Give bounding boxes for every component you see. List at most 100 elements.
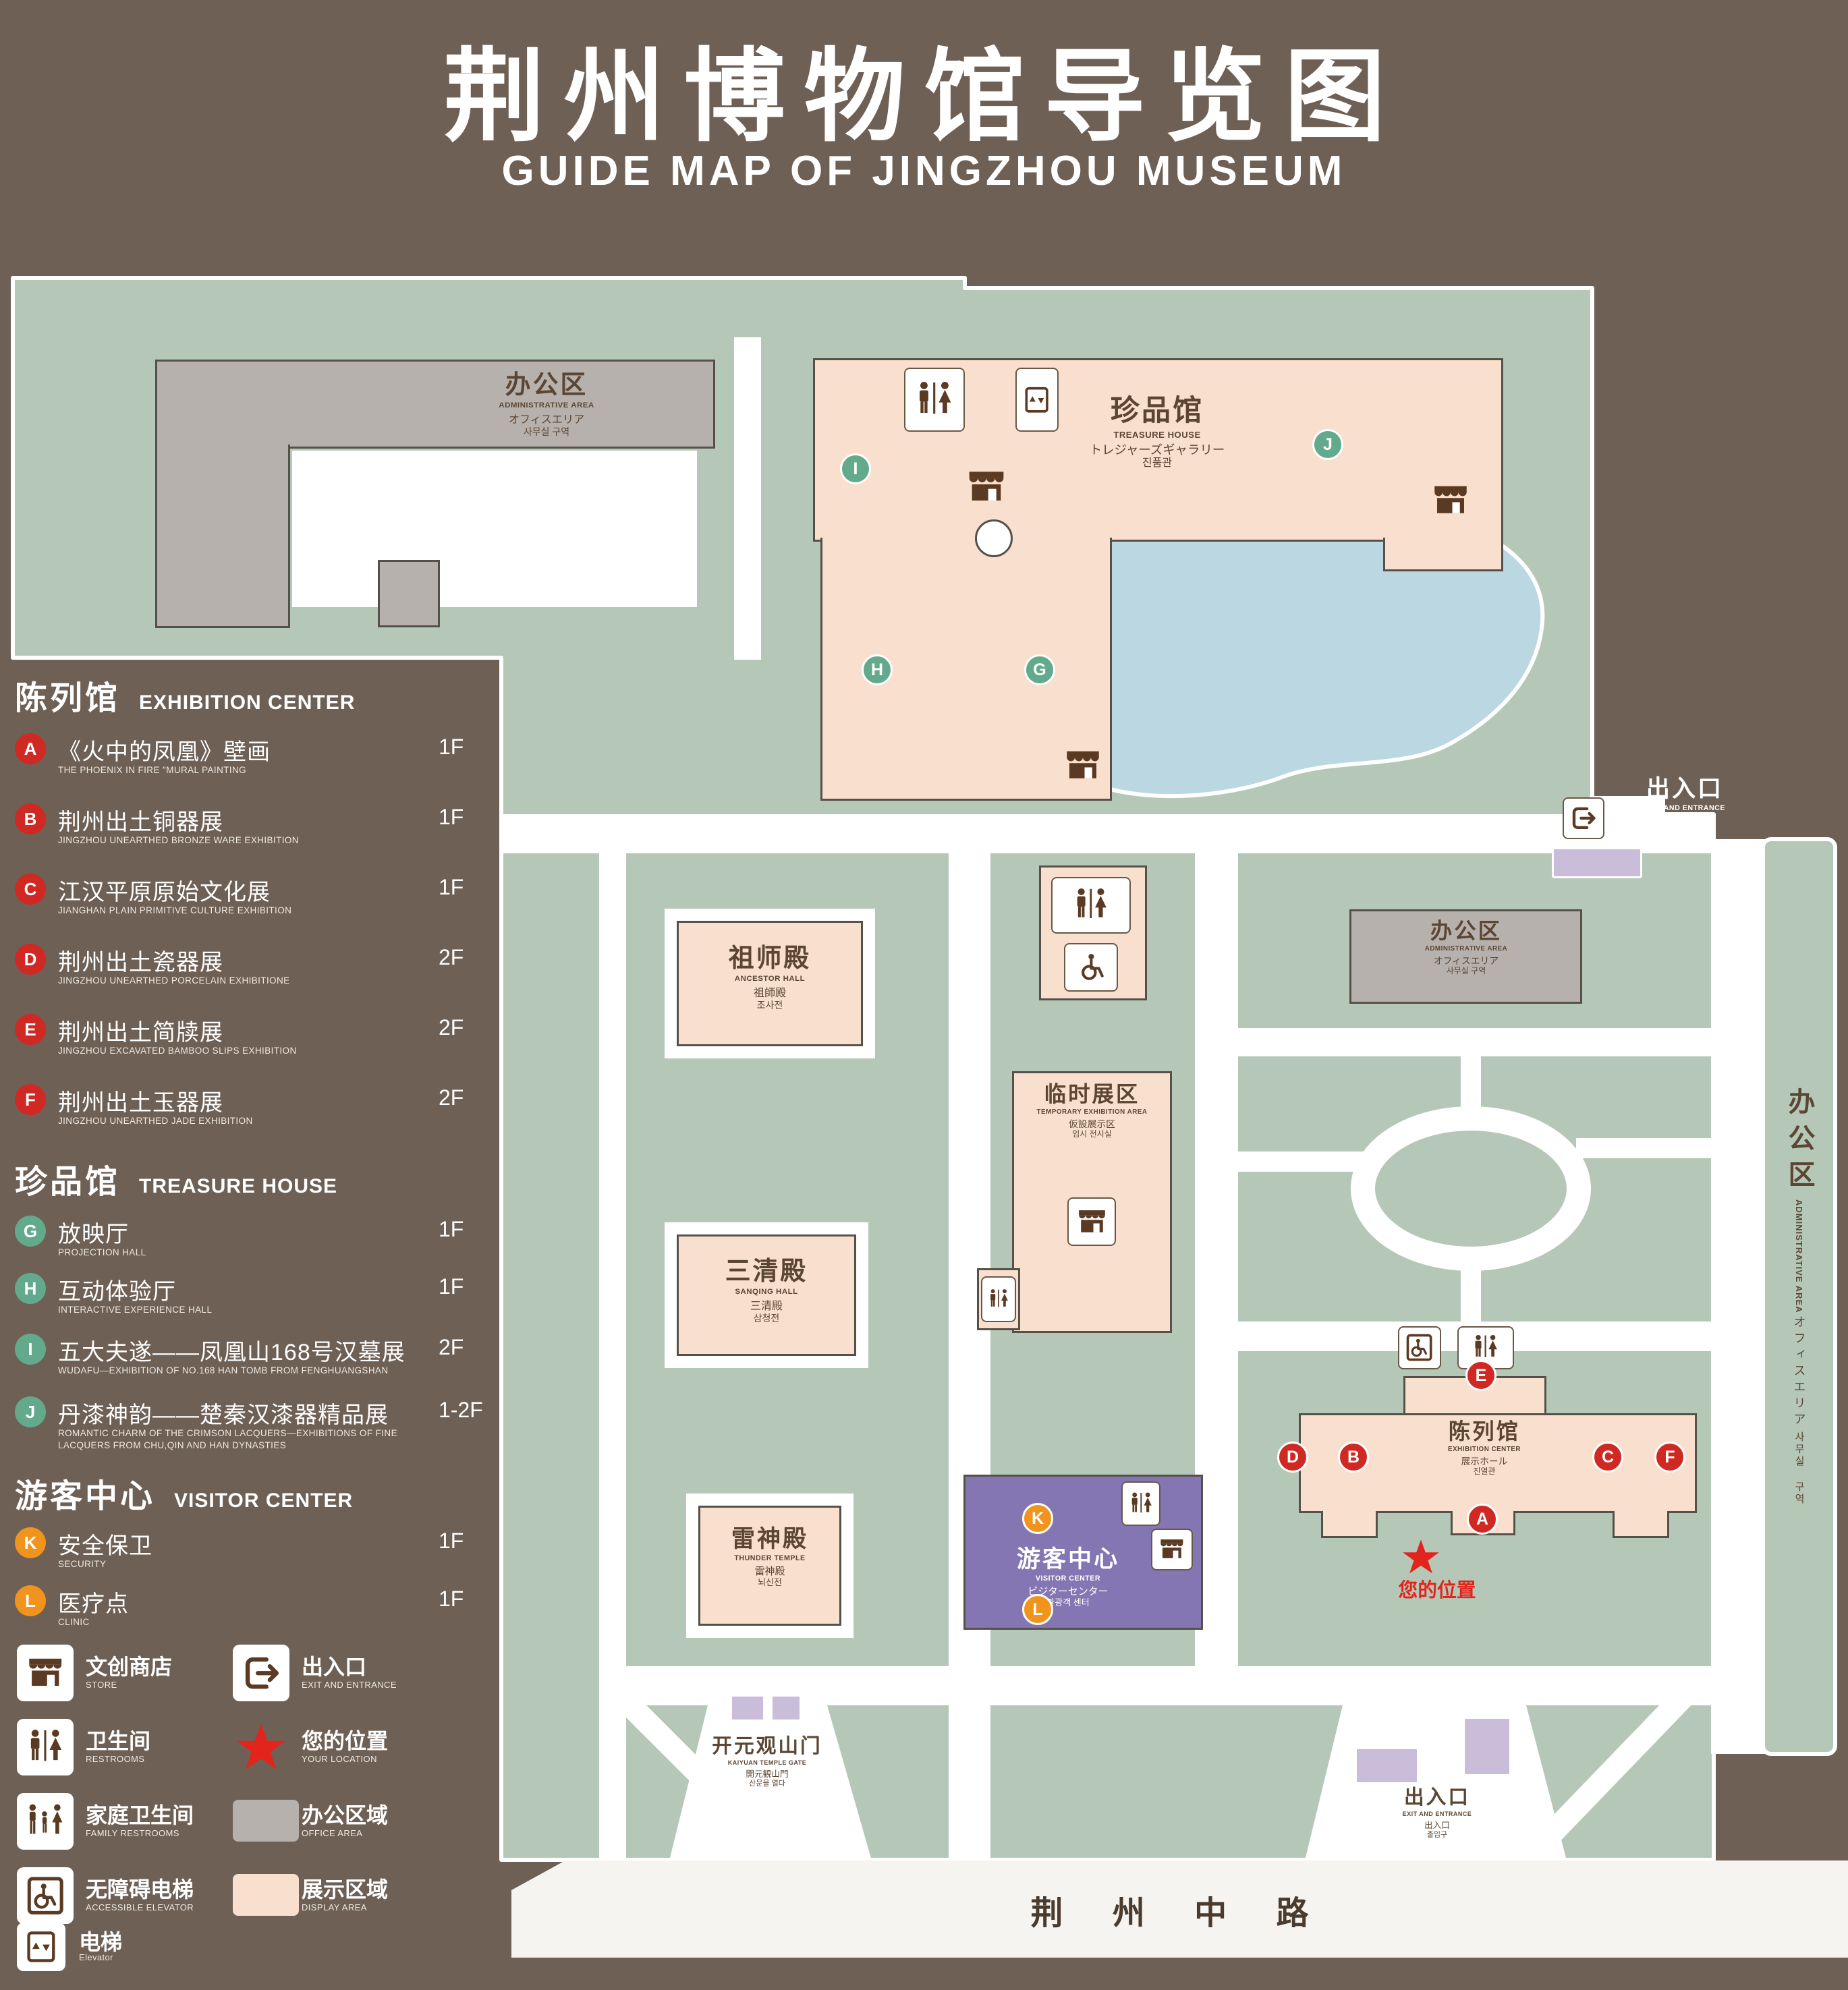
legend-item-H: H 互动体验厅 1F INTERACTIVE EXPERIENCE HALL [15,1272,487,1339]
page-title: 荆州博物馆导览图 [443,40,1405,153]
exit-s-pad [1355,1747,1419,1784]
restroom-icon [904,368,965,432]
legend-symbol-your-location: 您的位置 YOUR LOCATION [233,1719,442,1786]
map-marker-C: C [1592,1442,1623,1473]
map-marker-L: L [1022,1594,1053,1625]
map-marker-K: K [1022,1503,1053,1534]
marker-badge-B: B [15,803,46,834]
exit-icon [1563,797,1604,839]
your-location-label: 您的位置 [1398,1580,1476,1601]
exit-icon [233,1645,289,1701]
map-marker-H: H [862,654,893,685]
legend-item-A: A 《火中的凤凰》壁画 1F THE PHOENIX IN FIRE "MURA… [15,732,487,799]
store-icon [1063,745,1103,786]
exhibition-center-stub [1613,1511,1669,1538]
legend-item-C: C 江汉平原原始文化展 1F JIANGHAN PLAIN PRIMITIVE … [15,872,487,940]
legend-item-E: E 荆州出土简牍展 2F JINGZHOU EXCAVATED BAMBOO S… [15,1013,487,1080]
marker-badge-A: A [15,733,46,764]
elevator-icon [17,1923,65,1971]
restroom-icon [17,1719,74,1775]
marker-badge-K: K [15,1527,46,1558]
road-label: 荆 州 中 路 [1030,1896,1329,1931]
admin-side-label: 办公区 ADMINISTRATIVE AREA オフィスエリア 사무실 구역 [1784,1087,1814,1506]
map-marker-A: A [1467,1504,1498,1535]
your-location-star-icon [1402,1538,1440,1579]
marker-badge-D: D [15,944,46,975]
store-icon [965,465,1008,509]
road [511,1860,1848,1958]
marker-badge-H: H [15,1273,46,1304]
legend-item-L: L 医疗点 1F CLINIC [15,1584,487,1651]
thunder-temple-building [698,1506,841,1626]
exit-s-label: 出入口 EXIT AND ENTRANCE 出入口 출입구 [1402,1786,1472,1840]
legend-section-visitor-center: 游客中心 VISITOR CENTER [15,1479,354,1514]
exit-ne-label: 出入口 EXIT AND ENTRANCE 出入口 출입구 [1644,776,1725,837]
legend-item-D: D 荆州出土瓷器展 2F JINGZHOU UNEARTHED PORCELAI… [15,942,487,1010]
admin-courtyard [292,451,697,607]
marker-badge-J: J [15,1396,46,1427]
sanqing-hall-building [677,1234,856,1356]
legend-symbol-elevator: 电梯 Elevator [17,1923,226,1990]
legend-symbol-accessible-elevator: 无障碍电梯 ACCESSIBLE ELEVATOR [17,1867,226,1935]
your-location-star-icon [233,1719,289,1775]
map-marker-E: E [1465,1360,1496,1391]
map-marker-F: F [1654,1442,1685,1473]
legend-item-G: G 放映厅 1F PROJECTION HALL [15,1214,487,1282]
accessible-elevator-icon [17,1867,74,1924]
sanqing-hall-label: 三清殿 SANQING HALL 三清殿 삼청전 [725,1257,808,1324]
legend-symbol-family-restrooms: 家庭卫生间 FAMILY RESTROOMS [17,1793,226,1860]
admin-right-label: 办公区 ADMINISTRATIVE AREA オフィスエリア 사무실 구역 [1424,919,1508,976]
map-marker-J: J [1312,429,1343,460]
accessible-elevator-icon [1398,1326,1441,1369]
store-icon [1430,480,1471,521]
exit-ne-pad [1552,847,1642,878]
legend-symbol-exit: 出入口 EXIT AND ENTRANCE [233,1645,442,1712]
thunder-temple-label: 雷神殿 THUNDER TEMPLE 雷神殿 뇌신전 [731,1526,809,1587]
gate-pad [730,1695,765,1722]
treasure-house-rotunda [975,519,1013,557]
map-marker-I: I [840,453,871,484]
marker-badge-C: C [15,874,46,905]
map-marker-B: B [1338,1442,1369,1473]
admin-right-building [1349,909,1582,1004]
legend-item-K: K 安全保卫 1F SECURITY [15,1526,487,1593]
page-subtitle: GUIDE MAP OF JINGZHOU MUSEUM [501,148,1347,194]
treasure-house-label: 珍品馆 TREASURE HOUSE トレジャーズギャラリー 진품관 [1089,395,1225,469]
marker-badge-E: E [15,1014,46,1045]
legend-symbol-store: 文创商店 STORE [17,1645,226,1712]
restroom-icon [1121,1481,1160,1526]
legend-symbol-display-area: 展示区域 DISPLAY AREA [233,1867,442,1935]
admin-top-building [155,360,715,449]
store-icon [1067,1197,1116,1246]
gate-passage [669,1705,872,1860]
exhibition-center-label: 陈列馆 EXHIBITION CENTER 展示ホール 진열관 [1448,1419,1521,1477]
legend-section-treasure-house: 珍品馆 TREASURE HOUSE [15,1164,338,1200]
legend-item-B: B 荆州出土铜器展 1F JINGZHOU UNEARTHED BRONZE W… [15,802,487,870]
treasure-house-step [1383,538,1503,571]
admin-top-wing [155,445,290,628]
display-area-swatch [233,1874,299,1916]
gate-pad [771,1695,802,1722]
marker-badge-I: I [15,1334,46,1365]
admin-top-annex [378,560,440,627]
marker-badge-G: G [15,1216,46,1247]
office-area-swatch [233,1800,299,1842]
accessible-icon [1064,943,1118,992]
temporary-area-label: 临时展区 TEMPORARY EXHIBITION AREA 仮設展示区 임시 … [1036,1082,1148,1139]
legend-item-F: F 荆州出土玉器展 2F JINGZHOU UNEARTHED JADE EXH… [15,1083,487,1150]
exhibition-center-stub [1321,1511,1378,1538]
legend-item-J: J 丹漆神韵——楚秦汉漆器精品展 1-2F ROMANTIC CHARM OF … [15,1395,487,1483]
legend-section-exhibition-center: 陈列馆 EXHIBITION CENTER [15,681,356,716]
visitor-center-label: 游客中心 VISITOR CENTER ビジターセンター 관광객 센터 [1016,1546,1120,1608]
ancestor-hall-building [677,921,863,1046]
legend-symbol-office-area: 办公区域 OFFICE AREA [233,1793,442,1860]
store-icon [1151,1529,1193,1570]
elevator-icon [1015,368,1059,432]
legend-symbol-restrooms: 卫生间 RESTROOMS [17,1719,226,1786]
legend-item-I: I 五大夫遂——凤凰山168号汉墓展 2F WUDAFU—EXHIBITION … [15,1332,487,1400]
ancestor-hall-label: 祖师殿 ANCESTOR HALL 祖師殿 조사전 [728,944,812,1011]
store-icon [17,1645,74,1701]
family-restroom-icon [17,1793,74,1850]
gate-label: 开元观山门 KAIYUAN TEMPLE GATE 開元観山門 산문을 열다 [712,1735,822,1788]
map-marker-D: D [1277,1442,1308,1473]
